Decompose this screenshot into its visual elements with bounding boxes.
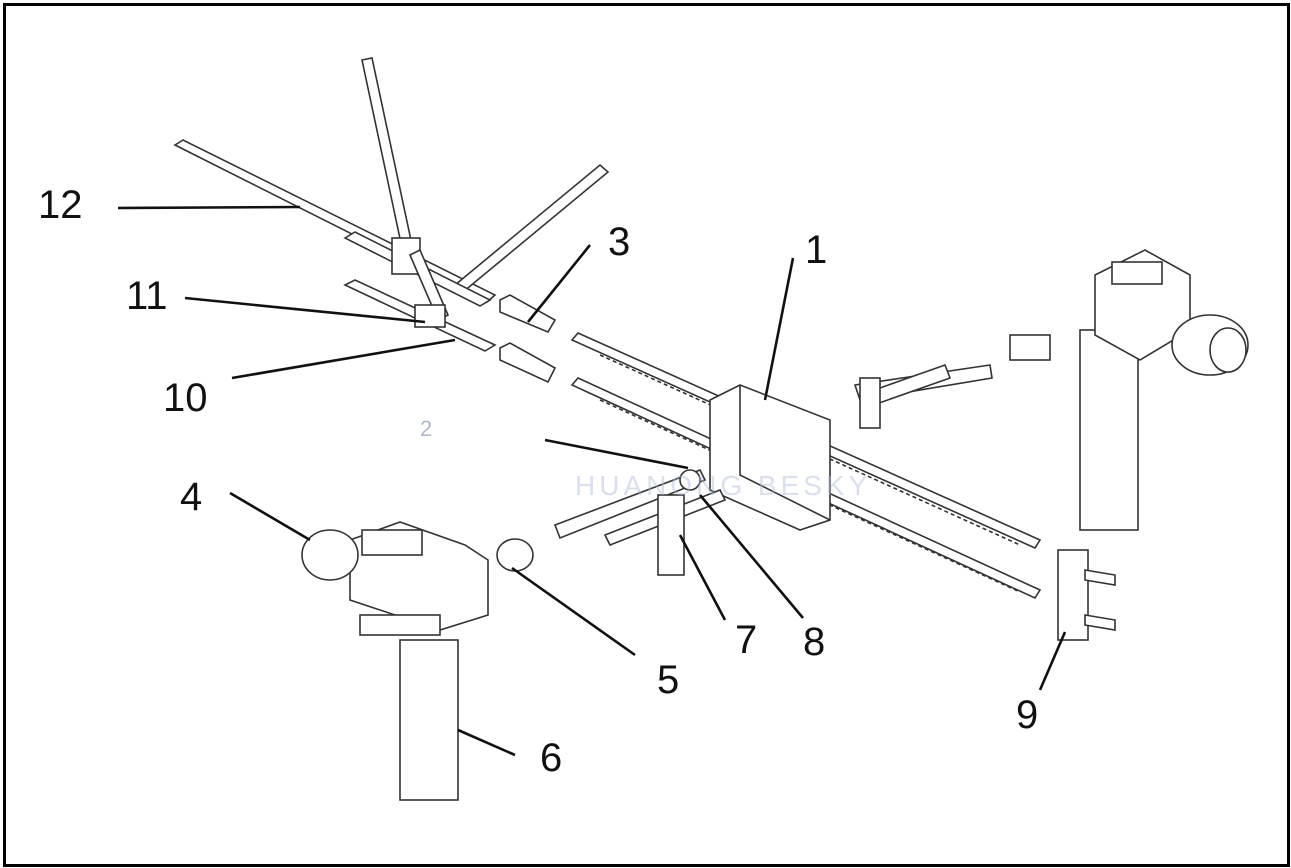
part-4-5-6-left-motor bbox=[301, 521, 534, 801]
callout-11: 11 bbox=[126, 274, 168, 318]
part-7-8-bracket bbox=[553, 468, 727, 576]
part-12-frame-rods bbox=[173, 57, 610, 352]
watermark: HUANONG BESKY bbox=[575, 470, 872, 501]
callout-3: 3 bbox=[608, 220, 631, 264]
leader-lines bbox=[117, 205, 1067, 757]
callout-10: 10 bbox=[163, 376, 208, 420]
part-9-end-bracket bbox=[1057, 549, 1116, 641]
callout-7: 7 bbox=[735, 618, 758, 662]
callout-9: 9 bbox=[1016, 693, 1039, 737]
callout-2: 2 bbox=[420, 416, 433, 441]
right-motor-assembly bbox=[1009, 249, 1249, 531]
callout-6: 6 bbox=[540, 736, 563, 780]
callout-1: 1 bbox=[805, 228, 828, 272]
part-3-connectors bbox=[499, 294, 557, 384]
callout-8: 8 bbox=[803, 620, 826, 664]
callout-5: 5 bbox=[657, 658, 680, 702]
part-1-center-block bbox=[709, 363, 993, 531]
callout-4: 4 bbox=[180, 475, 203, 519]
callout-12: 12 bbox=[38, 183, 83, 227]
image-frame bbox=[3, 3, 1290, 867]
